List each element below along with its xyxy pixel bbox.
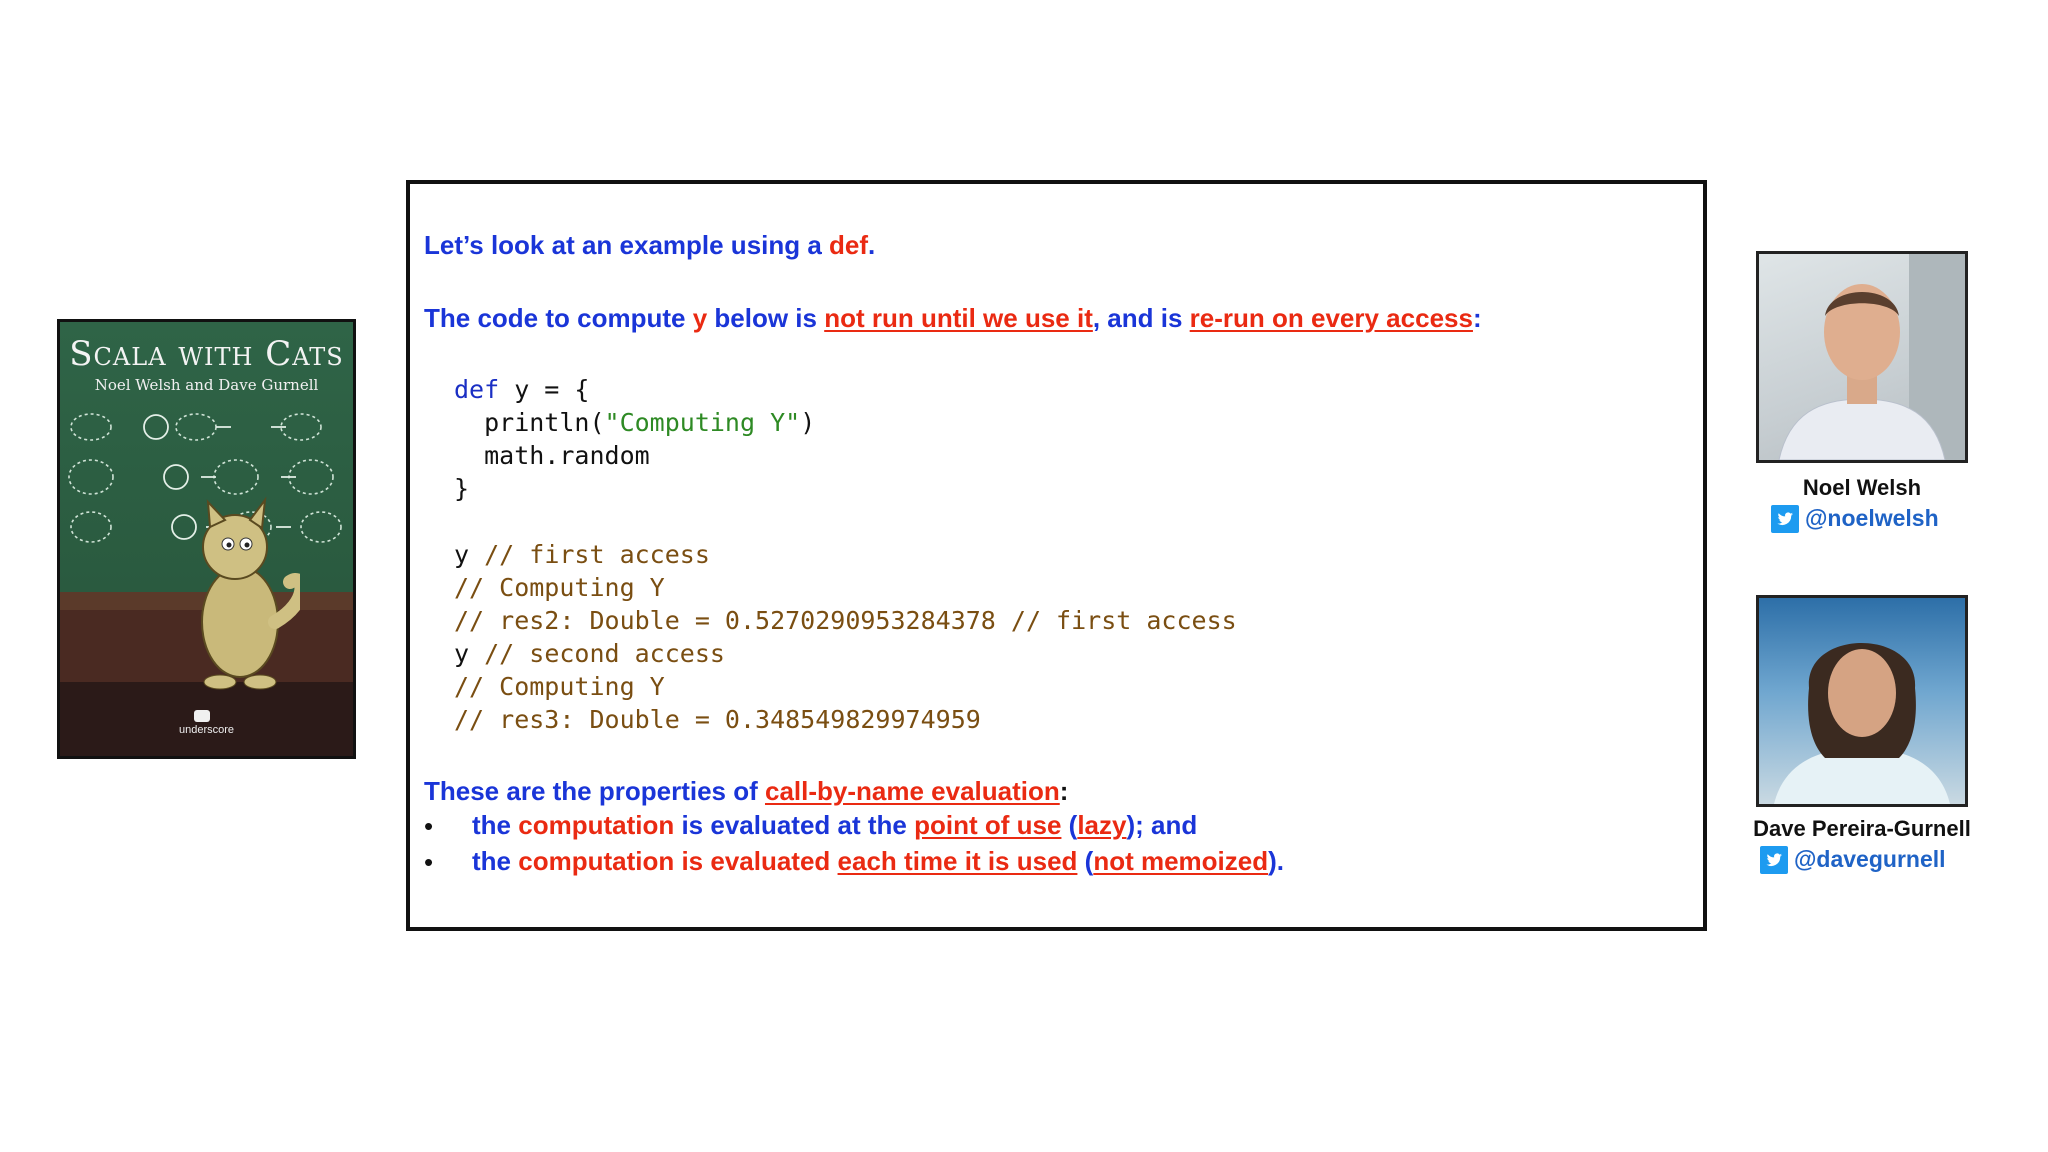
- intro-line: Let’s look at an example using a def.: [424, 230, 875, 261]
- code-line: math.random: [454, 441, 650, 470]
- code-text: ): [800, 408, 816, 437]
- expl-not-run: not run until we use it: [824, 303, 1093, 333]
- book-authors: Noel Welsh and Dave Gurnell: [94, 376, 319, 394]
- code-comment: // res3: Double = 0.348549829974959: [454, 705, 981, 734]
- b2-each-time: each time it is used: [837, 846, 1078, 876]
- b2-not-memoized: not memoized: [1093, 846, 1269, 876]
- speaker-photo-dave: [1756, 595, 1968, 807]
- b2-tail: ).: [1268, 846, 1284, 876]
- intro-text: Let’s look at an example using a: [424, 230, 830, 260]
- props-text: These are the properties of: [424, 776, 765, 806]
- b1-lazy: lazy: [1077, 810, 1127, 840]
- twitter-bird-icon: [1766, 853, 1782, 867]
- book-cover: Scala with Cats Noel Welsh and Dave Gurn…: [57, 319, 356, 759]
- speaker-name-noel: Noel Welsh: [1802, 475, 1922, 500]
- code-line: y // first access: [454, 538, 1237, 571]
- b1-paren: (: [1061, 810, 1078, 840]
- b1-text: the: [472, 810, 519, 840]
- props-term: call-by-name evaluation: [764, 776, 1060, 806]
- expl-var: y: [692, 303, 708, 333]
- code-comment: // Computing Y: [454, 573, 665, 602]
- code-line: def y = {: [454, 373, 1237, 406]
- code-line: }: [454, 474, 470, 503]
- code-line: y // second access: [454, 637, 1237, 670]
- code-string: "Computing Y": [604, 408, 801, 437]
- expl-rerun: re-run on every access: [1189, 303, 1473, 333]
- expl-part-a: The code to compute: [424, 303, 693, 333]
- code-blank-line: [454, 505, 1237, 538]
- properties-heading: These are the properties of call-by-name…: [424, 776, 1068, 807]
- person-silhouette-icon: [1778, 254, 1965, 460]
- props-colon: :: [1059, 776, 1069, 806]
- b1-computation: computation: [518, 810, 675, 840]
- speaker-photo-noel: [1756, 251, 1968, 463]
- expl-colon: :: [1472, 303, 1482, 333]
- code-text: y = {: [499, 375, 590, 404]
- code-comment: // first access: [469, 540, 710, 569]
- bullet-2: the computation is evaluated each time i…: [472, 846, 1284, 877]
- bullet-1: the computation is evaluated at the poin…: [472, 810, 1197, 841]
- code-text: y: [454, 540, 470, 569]
- code-comment: // second access: [469, 639, 725, 668]
- expl-part-c: below is: [707, 303, 825, 333]
- cat-illustration: [201, 496, 300, 690]
- code-comment: // Computing Y: [454, 672, 665, 701]
- twitter-icon[interactable]: [1771, 505, 1799, 533]
- b2-text: the: [472, 846, 519, 876]
- publisher-name: underscore: [178, 724, 235, 736]
- twitter-bird-icon: [1777, 512, 1793, 526]
- code-line: println("Computing Y"): [454, 406, 1237, 439]
- speaker-name-dave: Dave Pereira-Gurnell: [1753, 816, 1971, 841]
- expl-part-e: , and is: [1092, 303, 1190, 333]
- slide-content-box: Let’s look at an example using a def. Th…: [406, 180, 1707, 931]
- code-text: y: [454, 639, 470, 668]
- explanation-line: The code to compute y below is not run u…: [424, 303, 1482, 334]
- twitter-handle-dave[interactable]: @davegurnell: [1794, 846, 1946, 872]
- b1-text: is evaluated at the: [674, 810, 915, 840]
- code-comment: // res2: Double = 0.5270290953284378 // …: [454, 606, 1237, 635]
- intro-period: .: [868, 230, 876, 260]
- underscore-logo-icon: [194, 710, 210, 722]
- b1-tail: ); and: [1126, 810, 1198, 840]
- b1-point-of-use: point of use: [914, 810, 1062, 840]
- b2-computation: computation: [518, 846, 675, 876]
- twitter-icon[interactable]: [1760, 846, 1788, 874]
- code-text: println(: [454, 408, 605, 437]
- bullet-1-dot: •: [424, 811, 434, 841]
- bullet-2-dot: •: [424, 847, 434, 877]
- intro-keyword: def: [829, 230, 869, 260]
- twitter-handle-noel[interactable]: @noelwelsh: [1805, 505, 1939, 531]
- chalk-doodles: [68, 413, 342, 543]
- b2-text: is evaluated: [674, 846, 838, 876]
- person-silhouette-icon: [1774, 643, 1950, 804]
- b2-paren: (: [1077, 846, 1094, 876]
- code-block: def y = { println("Computing Y") math.ra…: [454, 373, 1237, 736]
- book-title: Scala with Cats: [69, 334, 344, 374]
- code-keyword: def: [454, 375, 500, 404]
